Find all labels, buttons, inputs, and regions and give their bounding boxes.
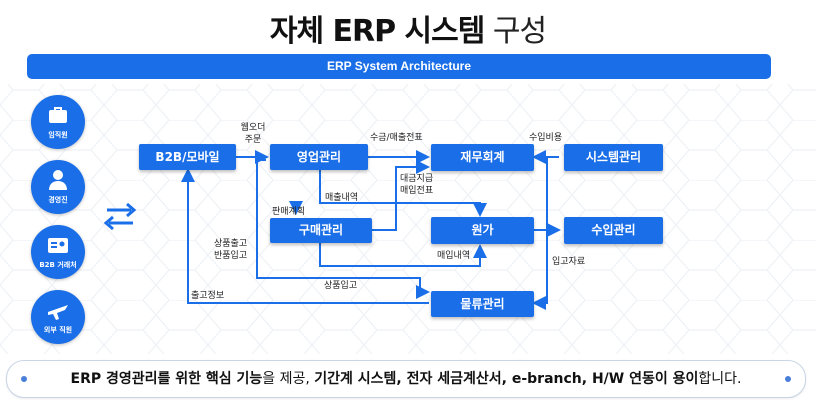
edge-label-ship-info: 출고정보 bbox=[191, 291, 225, 301]
briefcase-icon bbox=[49, 107, 67, 123]
person-icon bbox=[49, 170, 67, 190]
edge-label-receivables: 수금/매출전표 bbox=[370, 133, 423, 143]
edge-label-sales-history: 매출내역 bbox=[325, 193, 359, 203]
footer-bold-1: ERP 경영관리를 위한 핵심 기능 bbox=[70, 371, 263, 387]
architecture-banner: ERP System Architecture bbox=[27, 54, 771, 79]
footer-text-1: 을 제공, bbox=[262, 371, 315, 387]
two-way-arrow-icon bbox=[103, 202, 137, 231]
footer-text-2: 합니다. bbox=[698, 371, 742, 387]
title-bold: 자체 ERP 시스템 bbox=[269, 14, 485, 49]
node-import-management: 수입관리 bbox=[564, 217, 663, 244]
edge-label-purchase-history: 매입내역 bbox=[437, 251, 471, 261]
summary-footer: ERP 경영관리를 위한 핵심 기능을 제공, 기간계 시스템, 전자 세금계산… bbox=[6, 360, 806, 398]
node-cost: 원가 bbox=[431, 217, 534, 244]
footer-bold-2: 기간계 시스템, 전자 세금계산서, e-branch, H/W 연동이 용이 bbox=[314, 371, 699, 387]
page-title: 자체 ERP 시스템 구성 bbox=[0, 6, 816, 50]
bullet-dot bbox=[785, 376, 791, 382]
edge-label-web-order: 웹오더 주문 bbox=[240, 123, 266, 145]
side-item-external-staff: 외부 직원 bbox=[31, 290, 85, 344]
edge-label-product-in: 상품입고 bbox=[324, 281, 358, 291]
airplane-icon bbox=[48, 305, 68, 320]
edge-label-purchase-plan: 판매계획 bbox=[272, 207, 306, 217]
edge-label-ship-return: 상품출고 반품입고 bbox=[214, 239, 248, 261]
side-item-executives: 경영진 bbox=[31, 160, 85, 214]
node-system-management: 시스템관리 bbox=[564, 144, 663, 171]
side-item-b2b-partner: B2B 거래처 bbox=[31, 225, 85, 279]
bullet-dot bbox=[21, 376, 27, 382]
footer-text: ERP 경영관리를 위한 핵심 기능을 제공, 기간계 시스템, 전자 세금계산… bbox=[7, 361, 805, 397]
side-item-label: 외부 직원 bbox=[43, 326, 73, 334]
edge-label-warehousing: 입고자료 bbox=[552, 257, 586, 267]
side-item-employees: 임직원 bbox=[31, 95, 85, 149]
node-logistics-management: 물류관리 bbox=[431, 291, 534, 317]
edge-label-import-cost: 수입비용 bbox=[529, 133, 563, 143]
id-card-icon bbox=[48, 238, 68, 253]
side-item-label: 경영진 bbox=[48, 196, 68, 204]
node-b2b-mobile: B2B/모바일 bbox=[139, 144, 236, 170]
side-item-label: 임직원 bbox=[48, 131, 68, 139]
node-financial-accounting: 재무회계 bbox=[431, 144, 534, 171]
node-purchase-management: 구매관리 bbox=[270, 218, 372, 243]
title-light: 구성 bbox=[492, 14, 547, 49]
edge-label-payment: 대금지급 매입전표 bbox=[400, 174, 434, 196]
node-sales-management: 영업관리 bbox=[270, 144, 368, 170]
side-item-label: B2B 거래처 bbox=[39, 261, 77, 269]
